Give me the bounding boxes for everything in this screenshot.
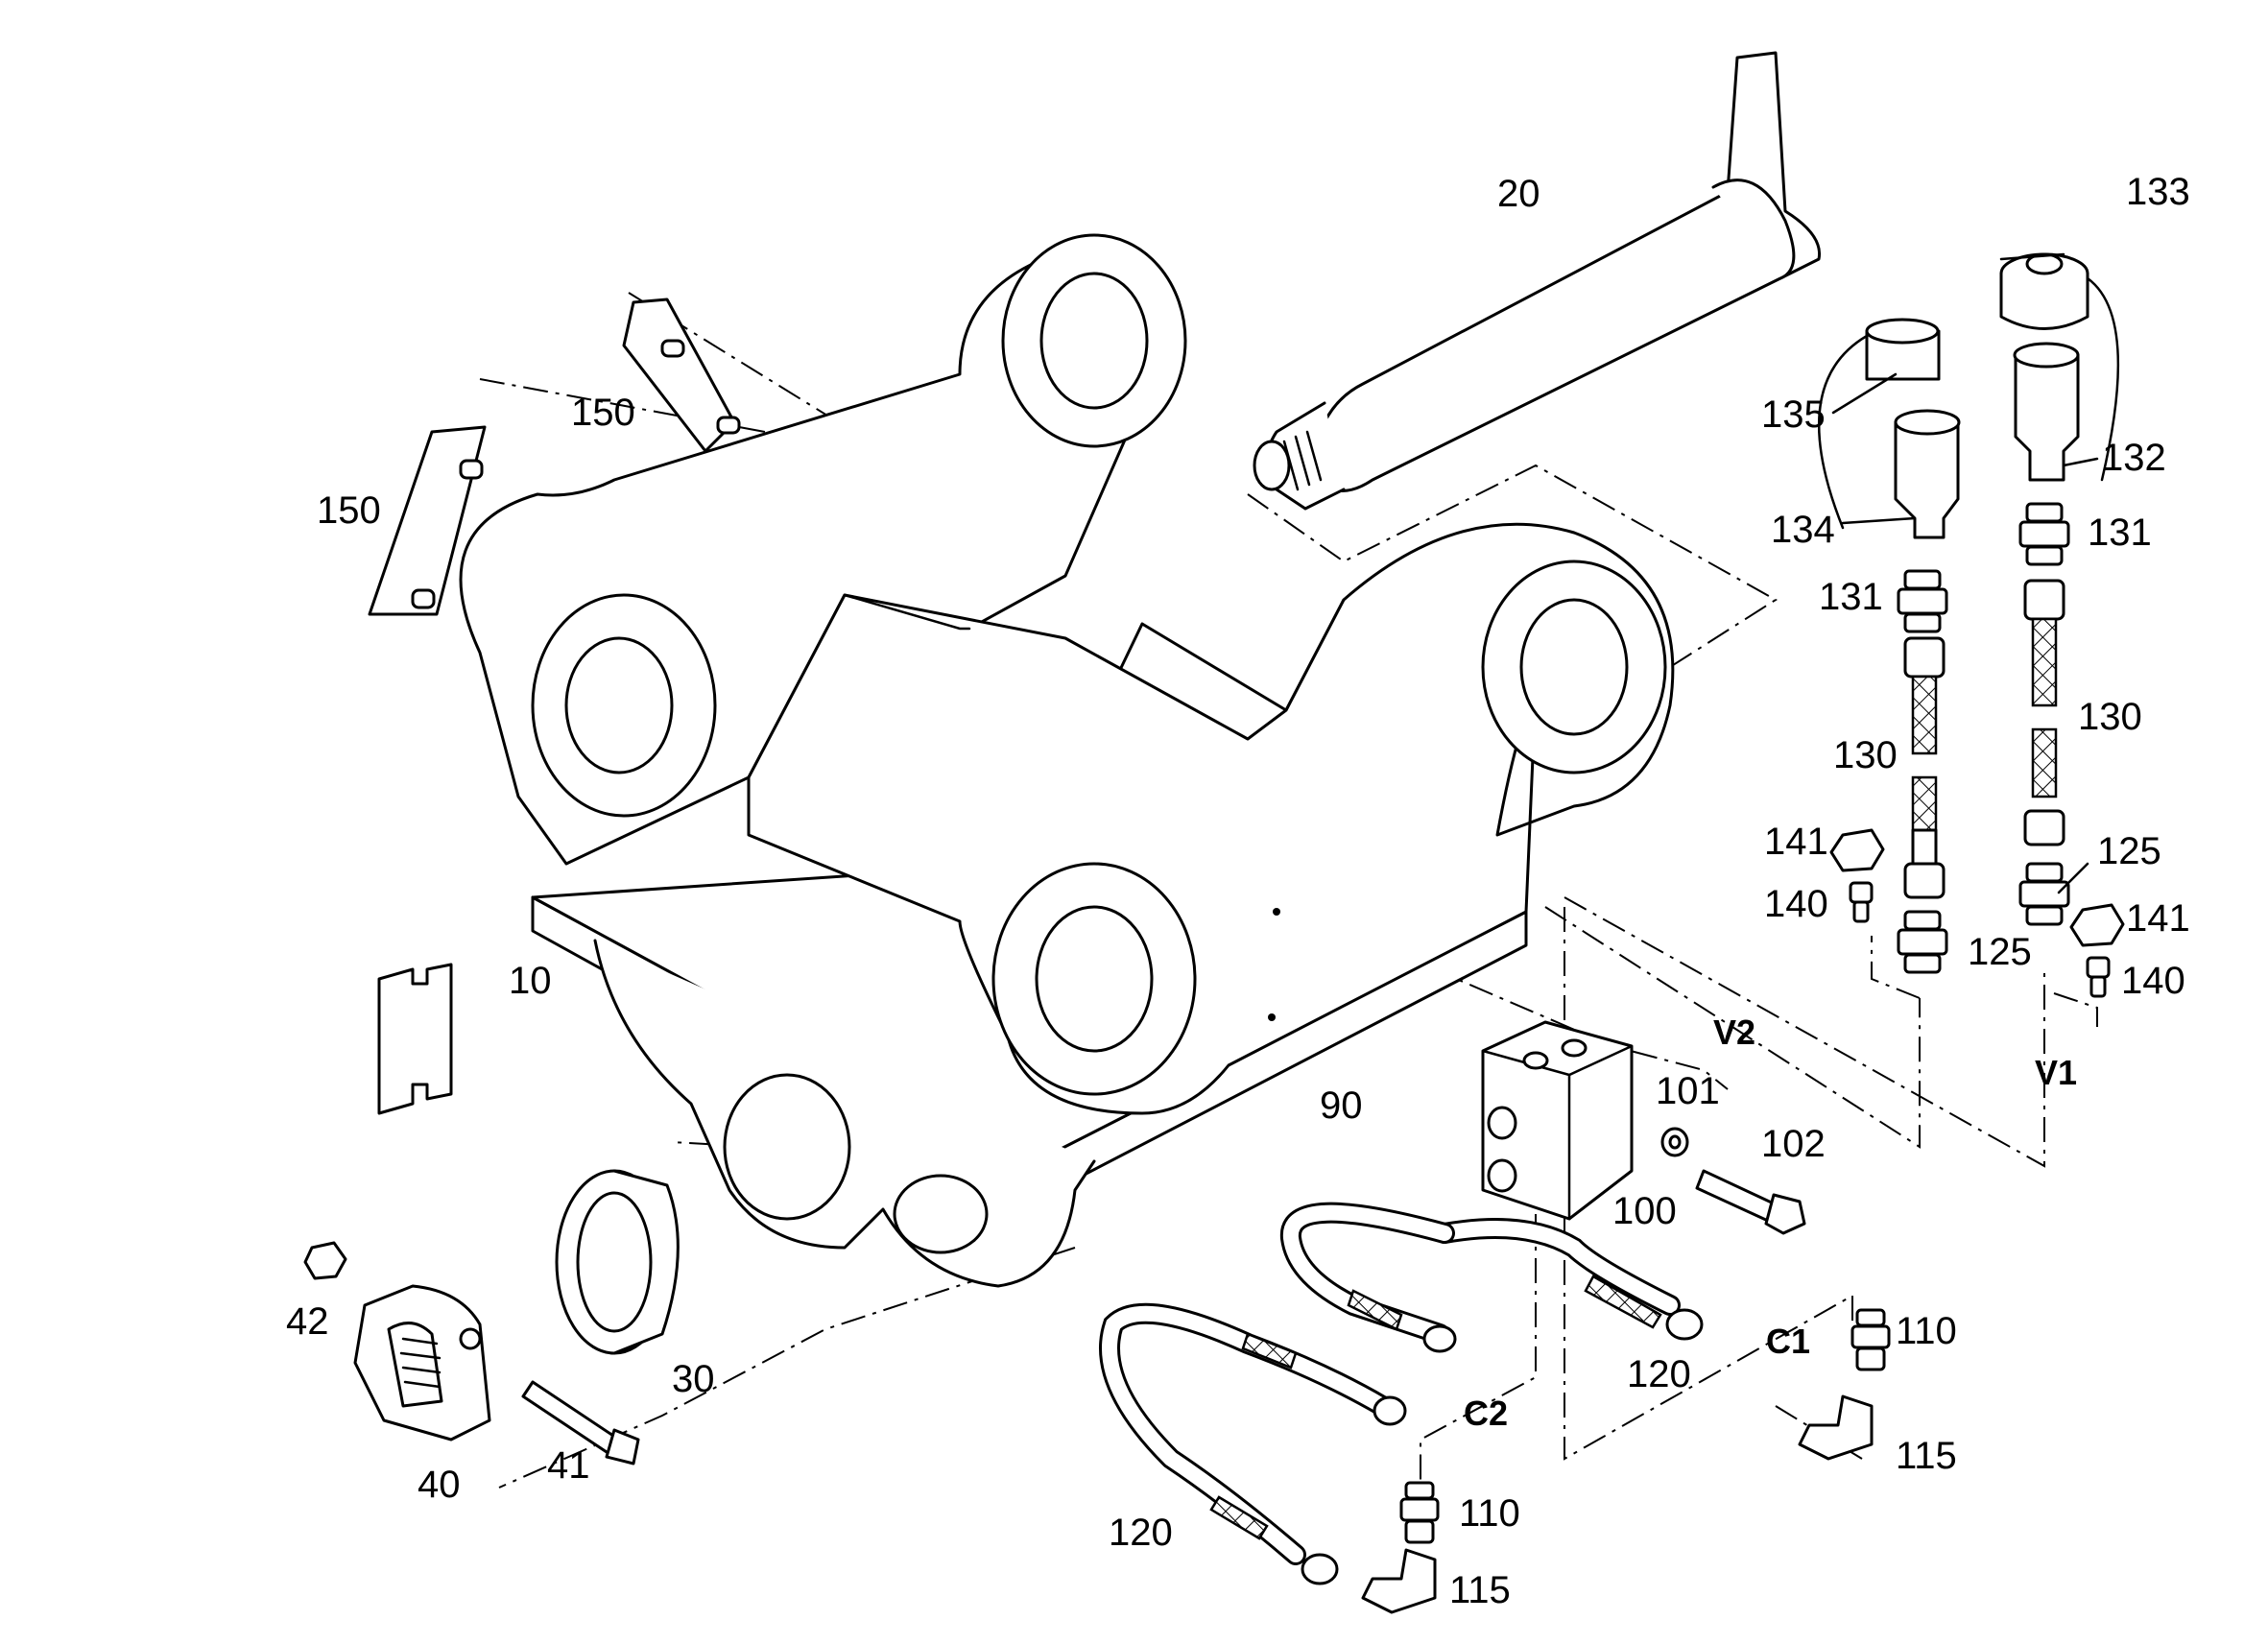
label-131-right: 131 bbox=[2088, 512, 2152, 554]
label-100: 100 bbox=[1612, 1190, 1677, 1232]
bolt-part-102 bbox=[1695, 1169, 1806, 1235]
label-20: 20 bbox=[1497, 173, 1540, 215]
plate-part-150-left bbox=[368, 425, 487, 616]
label-110-lower: 110 bbox=[1459, 1492, 1520, 1535]
label-115-upper: 115 bbox=[1896, 1435, 1957, 1477]
label-42: 42 bbox=[286, 1300, 329, 1343]
adapter-part-125-right bbox=[2018, 862, 2070, 926]
valve-block-part-100 bbox=[1481, 1020, 1634, 1221]
dust-cap-part-135 bbox=[1818, 318, 1941, 530]
adapter-part-125-left bbox=[1897, 910, 1948, 974]
label-140-left: 140 bbox=[1764, 883, 1828, 925]
bracket-part-10 bbox=[459, 233, 1675, 1288]
label-30: 30 bbox=[672, 1358, 715, 1400]
label-141-right: 141 bbox=[2126, 897, 2190, 940]
label-101: 101 bbox=[1656, 1070, 1720, 1112]
label-131-left: 131 bbox=[1819, 576, 1883, 618]
label-115-lower: 115 bbox=[1449, 1569, 1511, 1611]
hose-part-120-lower bbox=[1099, 1302, 1407, 1585]
coupler-part-134 bbox=[1894, 409, 1961, 539]
label-150-right: 150 bbox=[571, 392, 635, 434]
bolt-part-41 bbox=[521, 1380, 640, 1465]
cap-part-133 bbox=[1999, 252, 2120, 482]
leader-lines bbox=[1831, 252, 2099, 894]
adapter-part-131-left bbox=[1897, 569, 1948, 633]
label-102: 102 bbox=[1761, 1123, 1826, 1165]
label-140-right: 140 bbox=[2121, 960, 2185, 1002]
label-133: 133 bbox=[2126, 171, 2190, 213]
label-125-right: 125 bbox=[2097, 830, 2161, 872]
bushing-part-30 bbox=[555, 1169, 680, 1355]
label-v2: V2 bbox=[1713, 1013, 1755, 1052]
fitting-part-110-upper bbox=[1850, 1308, 1891, 1371]
label-135: 135 bbox=[1761, 393, 1826, 436]
plate-part-150-right bbox=[622, 298, 741, 453]
coupler-part-132 bbox=[2013, 342, 2080, 482]
pin-part-20 bbox=[1253, 51, 1822, 511]
hose-part-130-right bbox=[2023, 579, 2065, 846]
washer-part-101 bbox=[1660, 1127, 1689, 1157]
callout-labels: 20 10 30 40 41 42 150 150 90 100 101 102… bbox=[286, 171, 2190, 1611]
plug-part-140-left bbox=[1849, 881, 1874, 923]
label-132: 132 bbox=[2102, 437, 2166, 479]
label-150-left: 150 bbox=[317, 489, 381, 532]
label-41: 41 bbox=[547, 1444, 590, 1487]
elbow-part-115-upper bbox=[1798, 1394, 1874, 1461]
label-120-lower: 120 bbox=[1109, 1512, 1173, 1554]
label-134: 134 bbox=[1771, 509, 1835, 551]
hose-part-120-upper bbox=[1279, 1202, 1704, 1353]
label-130-right: 130 bbox=[2078, 696, 2142, 738]
clamp-part-40 bbox=[353, 1284, 491, 1441]
nut-part-42 bbox=[303, 1241, 347, 1280]
label-125-left: 125 bbox=[1968, 931, 2032, 973]
fitting-part-110-lower bbox=[1399, 1481, 1440, 1544]
label-v1: V1 bbox=[2035, 1053, 2077, 1092]
pad-part-90 bbox=[377, 963, 453, 1115]
plug-part-140-right bbox=[2086, 956, 2111, 998]
label-10: 10 bbox=[509, 960, 552, 1002]
elbow-part-115-lower bbox=[1361, 1548, 1437, 1614]
label-40: 40 bbox=[418, 1464, 461, 1506]
label-c1: C1 bbox=[1766, 1322, 1810, 1361]
adapter-part-131-right bbox=[2018, 502, 2070, 566]
label-c2: C2 bbox=[1464, 1394, 1508, 1433]
hose-part-130-left bbox=[1903, 636, 1946, 899]
label-90: 90 bbox=[1320, 1084, 1363, 1127]
label-110-upper: 110 bbox=[1896, 1310, 1957, 1352]
label-141-left: 141 bbox=[1764, 821, 1828, 863]
label-130-left: 130 bbox=[1833, 734, 1898, 776]
label-120-upper: 120 bbox=[1627, 1353, 1691, 1395]
nut-part-141-right bbox=[2069, 903, 2125, 947]
nut-part-141-left bbox=[1829, 828, 1885, 872]
